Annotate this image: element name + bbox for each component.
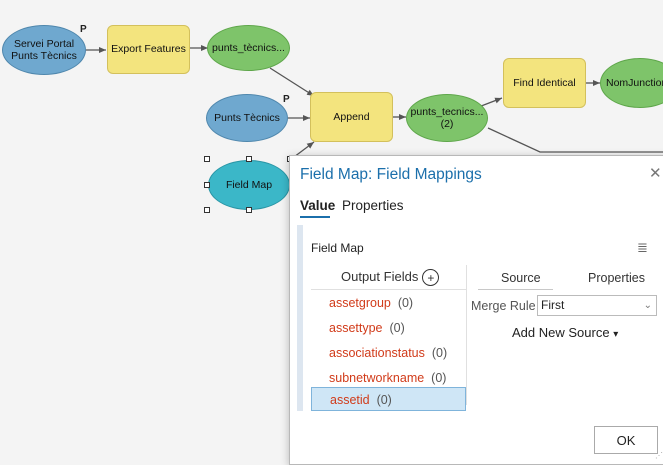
field-count: (0) [389, 321, 405, 335]
append-node[interactable]: Append [310, 92, 393, 142]
nomjunction-node[interactable]: NomJunction [600, 58, 663, 108]
field-count: (0) [431, 346, 448, 360]
field-name: associationstatus [329, 346, 425, 360]
output-field-item-selected[interactable]: assetid (0) [311, 387, 466, 411]
selection-handle[interactable] [246, 156, 252, 162]
output-field-item[interactable]: assettype (0) [311, 316, 466, 340]
dialog-title: Field Map: Field Mappings [300, 166, 482, 183]
output-fields-header: Output Fields+ [341, 269, 440, 287]
panel-accent-bar [297, 225, 303, 411]
add-new-source-button[interactable]: Add New Source ▾ [512, 325, 618, 340]
field-count: (0) [431, 371, 447, 385]
tab-source-properties[interactable]: Properties [588, 271, 645, 285]
output-fields-label: Output Fields [341, 269, 419, 284]
close-icon[interactable]: ✕ [649, 165, 662, 182]
tab-value[interactable]: Value [300, 198, 336, 213]
find-identical-node[interactable]: Find Identical [503, 58, 586, 108]
selection-handle[interactable] [246, 207, 252, 213]
punts-tecnics-2-node[interactable]: punts_tecnics... (2) [406, 94, 488, 142]
chevron-down-icon: ▾ [613, 329, 619, 340]
parameter-tag: P [283, 94, 290, 105]
divider [466, 265, 467, 405]
selection-handle[interactable] [204, 207, 210, 213]
connector [269, 67, 315, 97]
field-name: assetid [330, 393, 370, 407]
resize-grip-icon[interactable]: ⋰ [655, 451, 663, 460]
punts-tecnics-node[interactable]: Punts Tècnics [206, 94, 288, 142]
output-field-item[interactable]: associationstatus (0) [311, 341, 466, 365]
merge-rule-label: Merge Rule [471, 299, 536, 313]
connector [487, 127, 663, 153]
field-count: (0) [397, 296, 414, 310]
field-name: assetgroup [329, 296, 391, 310]
field-map-node[interactable]: Field Map [208, 160, 290, 210]
reset-list-icon[interactable]: ≣ [637, 240, 648, 255]
merge-rule-select[interactable]: First ⌄ [537, 295, 657, 316]
field-mappings-dialog: Field Map: Field Mappings ✕ Value Proper… [289, 155, 663, 465]
field-name: subnetworkname [329, 371, 425, 385]
add-new-source-label: Add New Source [512, 325, 610, 340]
field-map-label: Field Map [311, 241, 364, 255]
output-field-item[interactable]: assetgroup (0) [311, 291, 466, 315]
selection-handle[interactable] [204, 156, 210, 162]
field-name: assettype [329, 321, 383, 335]
tab-source[interactable]: Source [501, 271, 541, 285]
servei-portal-node[interactable]: Servei Portal Punts Tècnics [2, 25, 86, 75]
punts-tecnics-output-node[interactable]: punts_tècnics... [207, 25, 290, 71]
output-field-item[interactable]: subnetworkname (0) [311, 366, 466, 390]
add-field-icon[interactable]: + [422, 269, 440, 287]
parameter-tag: P [80, 24, 87, 35]
active-tab-indicator [300, 216, 330, 218]
field-count: (0) [376, 393, 392, 407]
selection-handle[interactable] [204, 182, 210, 188]
field-map-panel: Field Map ≣ Output Fields+ assetgroup (0… [297, 225, 663, 411]
ok-button[interactable]: OK [594, 426, 658, 454]
chevron-down-icon: ⌄ [643, 300, 652, 311]
merge-rule-value: First [541, 298, 565, 312]
source-tab-underline [478, 289, 553, 290]
divider [311, 289, 466, 290]
tab-properties[interactable]: Properties [342, 198, 404, 213]
export-features-node[interactable]: Export Features [107, 25, 190, 74]
